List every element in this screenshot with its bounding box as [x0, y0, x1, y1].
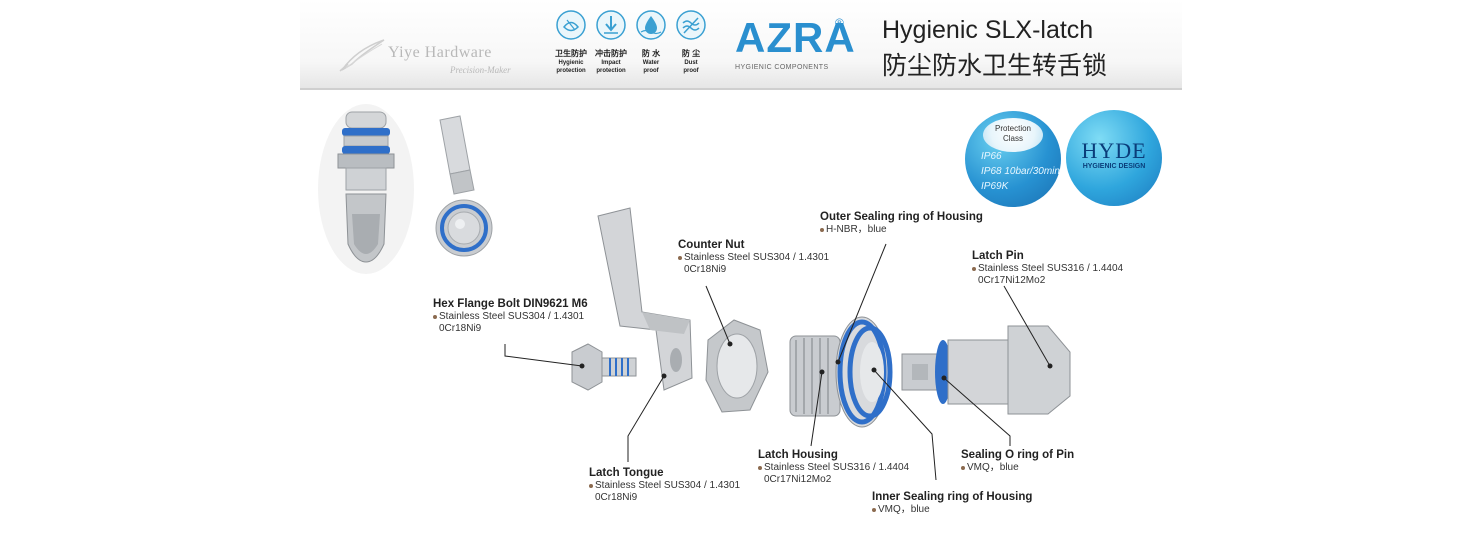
feature-label-en: Hygienic	[558, 60, 584, 66]
part-spec: 0Cr18Ni9	[439, 322, 482, 334]
brand-logo: Yiye Hardware Precision-Maker	[338, 38, 528, 78]
hex-flange-bolt-part	[571, 343, 637, 391]
ip-rating-line: IP69K	[981, 181, 1009, 192]
hygienic-protection-icon	[556, 10, 586, 40]
latch-housing-part	[789, 316, 893, 428]
header-divider	[300, 88, 1182, 90]
brand-name: Yiye Hardware	[388, 44, 492, 61]
hyde-badge: HYDE HYGIENIC DESIGN	[1066, 110, 1162, 206]
part-label-outer-sealing-ring: Outer Sealing ring of Housing H-NBR，blue	[820, 211, 983, 236]
page-title: Hygienic SLX-latch	[882, 16, 1094, 44]
water-proof-icon	[636, 10, 666, 40]
part-spec: 0Cr18Ni9	[684, 263, 727, 275]
impact-protection-icon	[596, 10, 626, 40]
part-label-counter-nut: Counter Nut Stainless Steel SUS304 / 1.4…	[678, 239, 829, 275]
part-spec: 0Cr17Ni12Mo2	[978, 274, 1046, 286]
registered-mark: ®	[835, 16, 844, 30]
feature-label-en: Impact	[601, 60, 621, 66]
class-heading: Class	[1002, 134, 1023, 143]
page-title-cn: 防尘防水卫生转舌锁	[882, 52, 1108, 80]
protection-class-badge: Protection Class IP66 IP68 10bar/30min I…	[965, 111, 1061, 207]
feature-label-cn: 防 水	[641, 49, 661, 58]
leaf-logo-icon	[339, 39, 385, 72]
leader-latch-housing	[810, 371, 823, 447]
part-spec: 0Cr18Ni9	[595, 491, 638, 503]
azra-wordmark: AZRA	[735, 14, 856, 61]
leader-counter-nut	[705, 285, 731, 345]
part-label-hex-flange-bolt: Hex Flange Bolt DIN9621 M6 Stainless Ste…	[433, 298, 588, 334]
header-band	[300, 0, 1182, 88]
part-name: Counter Nut	[678, 239, 745, 251]
leader-inner-sealing-ring	[873, 369, 937, 481]
feature-water: 防 水 Water proof	[631, 10, 671, 75]
part-spec: Stainless Steel SUS316 / 1.4404	[758, 462, 909, 474]
leader-latch-tongue	[627, 375, 665, 462]
feature-label-en: proof	[683, 68, 699, 74]
feature-impact: 冲击防护 Impact protection	[591, 10, 631, 75]
assembled-latch-side-photo	[318, 104, 414, 274]
latch-pin-part	[901, 325, 1071, 415]
part-spec: Stainless Steel SUS316 / 1.4404	[972, 263, 1123, 275]
part-spec: Stainless Steel SUS304 / 1.4301	[678, 252, 829, 264]
part-label-latch-tongue: Latch Tongue Stainless Steel SUS304 / 1.…	[589, 467, 740, 503]
hyde-subtitle: HYGIENIC DESIGN	[1082, 163, 1146, 170]
leader-latch-pin	[1003, 285, 1051, 367]
azra-subtitle: HYGIENIC COMPONENTS	[735, 64, 829, 71]
assembled-latch-front-photo	[435, 115, 493, 257]
leader-dots	[579, 341, 1053, 381]
counter-nut-part	[705, 319, 769, 413]
part-spec: Stainless Steel SUS304 / 1.4301	[589, 480, 740, 492]
leader-sealing-o-ring-pin	[943, 377, 1011, 446]
part-name: Latch Pin	[972, 250, 1024, 262]
part-label-inner-sealing-ring: Inner Sealing ring of Housing VMQ，blue	[872, 491, 1032, 516]
feature-label-en: protection	[596, 68, 626, 74]
dust-proof-icon	[676, 10, 706, 40]
leader-lines	[504, 243, 1051, 481]
part-spec: VMQ，blue	[961, 462, 1074, 474]
part-spec: Stainless Steel SUS304 / 1.4301	[433, 311, 588, 323]
feature-dust: 防 尘 Dust proof	[671, 10, 711, 75]
part-spec: VMQ，blue	[872, 504, 1032, 516]
leader-hex-flange-bolt	[504, 344, 583, 367]
protection-heading: Protection	[994, 124, 1032, 133]
leader-outer-sealing-ring	[837, 243, 887, 363]
part-name: Latch Housing	[758, 449, 838, 461]
feature-icons: 卫生防护 Hygienic protection 冲击防护 Impact pro…	[551, 10, 711, 80]
hyde-title: HYDE	[1081, 138, 1147, 163]
feature-hygienic: 卫生防护 Hygienic protection	[551, 10, 591, 75]
part-spec: 0Cr17Ni12Mo2	[764, 473, 832, 485]
brand-tagline: Precision-Maker	[450, 65, 511, 75]
part-label-sealing-o-ring-pin: Sealing O ring of Pin VMQ，blue	[961, 449, 1074, 474]
feature-label-en: Dust	[684, 60, 698, 66]
part-name: Hex Flange Bolt DIN9621 M6	[433, 298, 588, 310]
feature-label-en: Water	[642, 60, 660, 66]
part-name: Inner Sealing ring of Housing	[872, 491, 1033, 503]
feature-label-cn: 卫生防护	[555, 49, 587, 58]
part-name: Latch Tongue	[589, 467, 664, 479]
feature-label-cn: 防 尘	[681, 49, 701, 58]
latch-tongue-part	[597, 207, 693, 391]
feature-label-en: proof	[643, 68, 659, 74]
feature-label-en: protection	[556, 68, 586, 74]
part-label-latch-housing: Latch Housing Stainless Steel SUS316 / 1…	[758, 449, 909, 485]
part-spec: H-NBR，blue	[820, 224, 983, 236]
part-name: Outer Sealing ring of Housing	[820, 211, 983, 223]
azra-logo: AZRA ® HYGIENIC COMPONENTS	[733, 14, 855, 74]
protection-class-heading: Protection Class	[983, 118, 1043, 152]
feature-label-cn: 冲击防护	[595, 49, 627, 58]
ip-rating-line: IP66	[981, 151, 1002, 162]
part-name: Sealing O ring of Pin	[961, 449, 1075, 461]
ip-rating-line: IP68 10bar/30min	[981, 166, 1060, 177]
part-label-latch-pin: Latch Pin Stainless Steel SUS316 / 1.440…	[972, 250, 1123, 286]
